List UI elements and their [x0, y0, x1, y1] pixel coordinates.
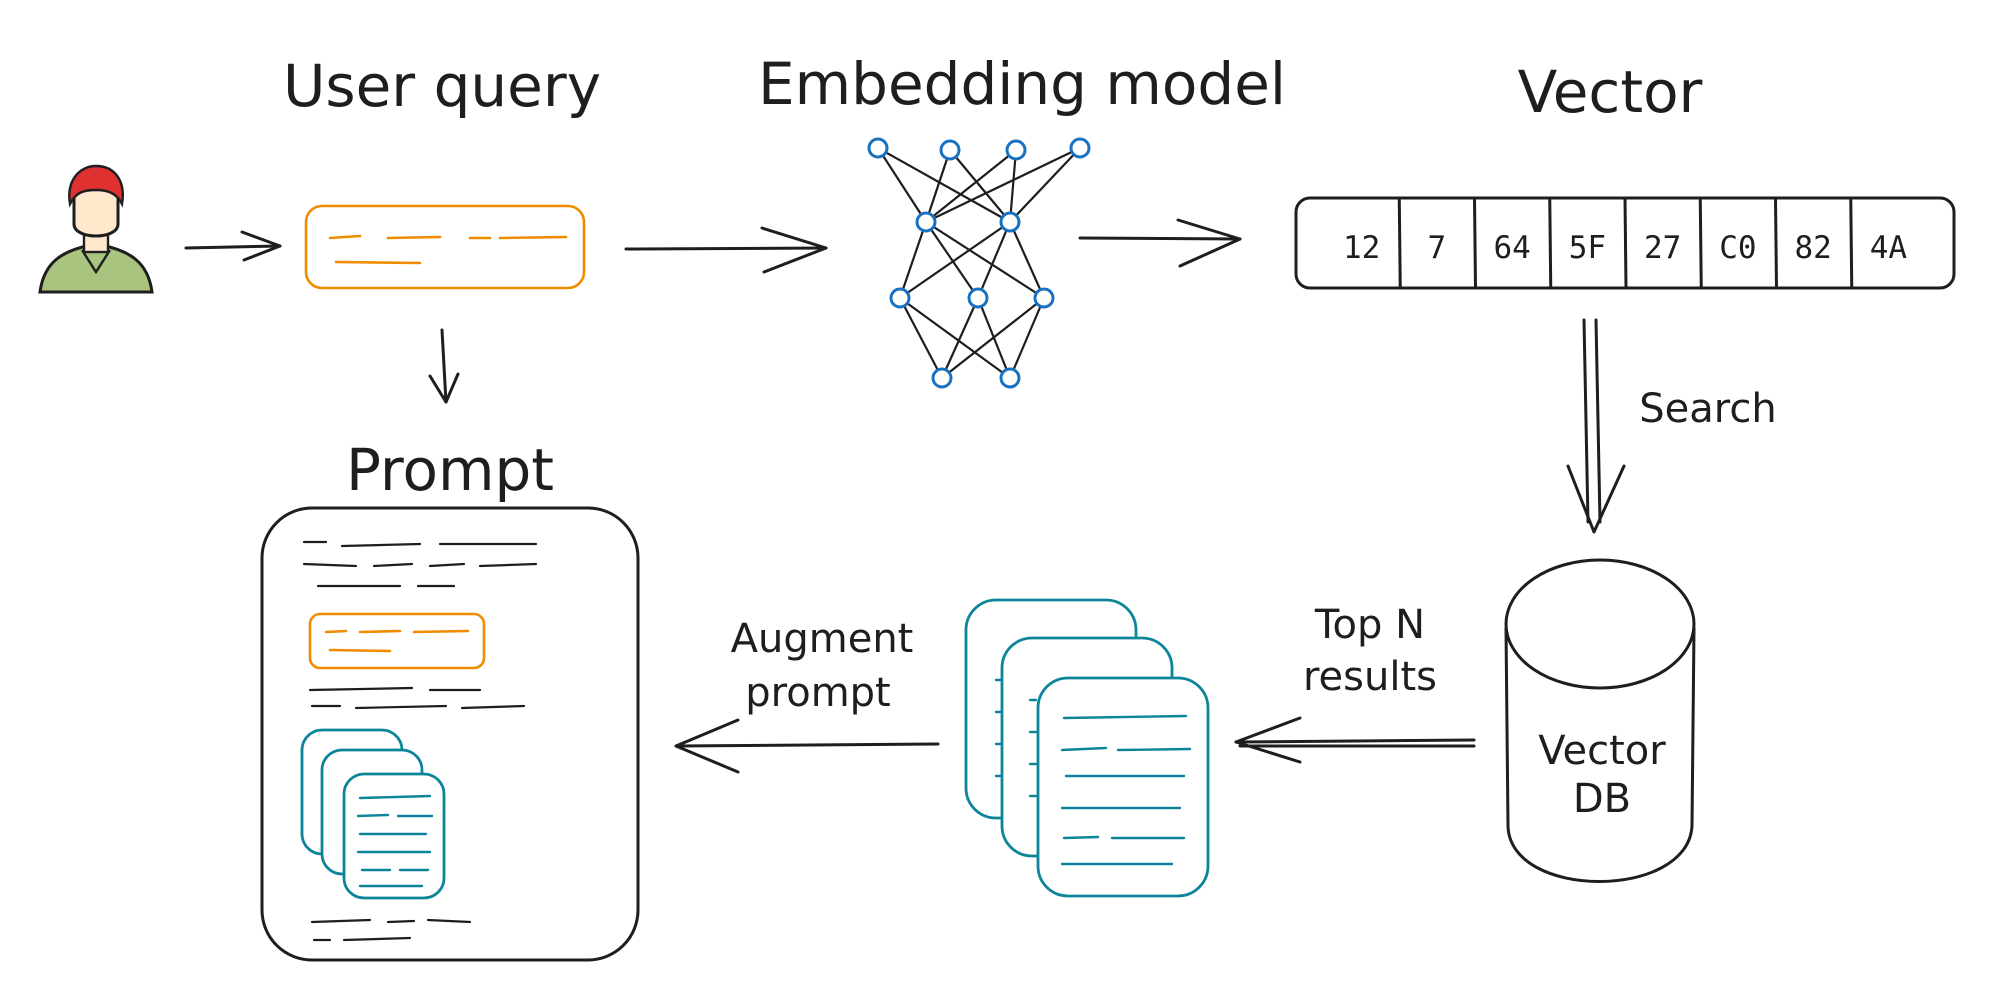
arrow-vector-to-db: [1566, 318, 1626, 534]
vector-cell-value: 64: [1493, 230, 1530, 266]
vector-title: Vector: [1518, 58, 1703, 126]
embedding-model-title: Embedding model: [758, 50, 1286, 118]
vector-box: 12 7 64 5F 27 C0 82 4A: [1294, 196, 1956, 290]
arrow-results-to-prompt: [674, 718, 940, 774]
vector-cell-divider: [1623, 196, 1628, 290]
augment-label-line1: Augment: [731, 616, 914, 662]
vector-cell-divider: [1473, 196, 1477, 290]
augment-label-line2: prompt: [745, 670, 890, 716]
search-label: Search: [1639, 386, 1776, 432]
database-cylinder-icon: Vector DB: [1504, 558, 1696, 883]
user-query-title: User query: [283, 52, 601, 120]
vector-db-label-line2: DB: [1573, 776, 1631, 822]
vector-cell-value: 7: [1428, 230, 1447, 266]
vector-cell-divider: [1774, 196, 1778, 290]
arrow-user-to-query: [184, 230, 282, 262]
vector-cell-value: 27: [1644, 230, 1681, 266]
vector-db-label-line1: Vector: [1538, 728, 1666, 774]
vector-cell-divider: [1698, 196, 1703, 290]
top-n-label-line2: results: [1303, 654, 1437, 700]
vector-cell-value: 5F: [1569, 230, 1606, 266]
vector-cell-divider: [1849, 196, 1854, 290]
vector-cell-value: 12: [1343, 230, 1380, 266]
arrow-query-to-embedding: [624, 226, 828, 274]
vector-cells: 12 7 64 5F 27 C0 82 4A: [1343, 196, 1908, 290]
vector-cell-value: C0: [1719, 230, 1756, 266]
prompt-card: [260, 506, 640, 962]
vector-cell-value: 82: [1794, 230, 1831, 266]
documents-stack-icon: [964, 598, 1210, 898]
arrow-embedding-to-vector: [1078, 218, 1242, 268]
top-n-label-line1: Top N: [1314, 602, 1425, 648]
user-avatar-icon: [38, 164, 154, 294]
vector-cell-divider: [1548, 196, 1553, 290]
neural-network-icon: [867, 137, 1091, 389]
prompt-title: Prompt: [346, 436, 554, 504]
arrow-query-to-prompt: [428, 328, 460, 404]
query-box: [304, 204, 586, 290]
arrow-db-to-results: [1234, 716, 1476, 764]
vector-cell-divider: [1397, 196, 1402, 290]
vector-cell-value: 4A: [1870, 230, 1908, 266]
